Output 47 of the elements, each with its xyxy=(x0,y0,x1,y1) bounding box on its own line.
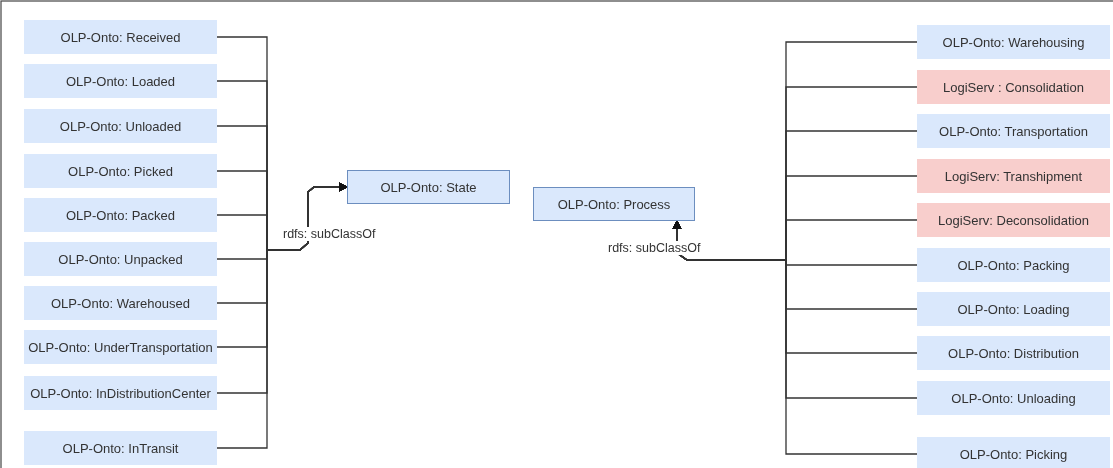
class-box xyxy=(917,336,1110,370)
class-box xyxy=(24,330,217,364)
class-name: OLP-Onto: Picked xyxy=(68,163,173,179)
class-box xyxy=(533,187,695,221)
class-name: OLP-Onto: Packed xyxy=(65,207,176,223)
class-name: OLP-Onto: InTransit xyxy=(62,440,179,456)
class-name: OLP-Onto: Loaded xyxy=(65,73,176,89)
class-box xyxy=(917,159,1110,193)
class-name: OLP-Onto: InDistributionCenter xyxy=(30,385,211,401)
class-box xyxy=(917,70,1110,104)
class-name: OLP-Onto: Warehoused xyxy=(51,295,190,311)
class-box xyxy=(917,203,1110,237)
class-name: LogiServ: Transhipment xyxy=(944,168,1083,184)
class-box xyxy=(917,248,1110,282)
class-box xyxy=(347,170,510,204)
class-box xyxy=(917,437,1110,468)
class-name: OLP-Onto: Warehousing xyxy=(942,34,1085,50)
class-name: OLP-Onto: UnderTransportation xyxy=(28,339,213,355)
class-name: OLP-Onto: Process xyxy=(557,196,671,212)
class-box xyxy=(24,64,217,98)
class-name: LogiServ: Deconsolidation xyxy=(937,212,1089,228)
class-name: OLP-Onto: Unloaded xyxy=(59,118,182,134)
class-box xyxy=(917,25,1110,59)
class-name: OLP-Onto: Distribution xyxy=(948,345,1079,361)
class-box xyxy=(917,292,1110,326)
class-name: OLP-Onto: Packing xyxy=(957,257,1070,273)
class-box xyxy=(24,376,217,410)
class-box xyxy=(24,242,217,276)
class-box xyxy=(24,109,217,143)
class-name: OLP-Onto: State xyxy=(380,179,477,195)
class-box xyxy=(24,154,217,188)
relation-label: rdfs: subClassOf xyxy=(606,241,703,255)
relation-label: rdfs: subClassOf xyxy=(281,227,378,241)
class-box xyxy=(917,381,1110,415)
class-name: OLP-Onto: Transportation xyxy=(939,123,1088,139)
class-name: OLP-Onto: Loading xyxy=(957,301,1070,317)
class-name: OLP-Onto: Picking xyxy=(959,446,1068,462)
class-box xyxy=(24,20,217,54)
class-box xyxy=(917,114,1110,148)
class-box xyxy=(24,431,217,465)
class-box xyxy=(24,286,217,320)
class-name: OLP-Onto: Unloading xyxy=(951,390,1076,406)
connector-arrow xyxy=(216,182,348,449)
class-box xyxy=(24,198,217,232)
class-name: OLP-Onto: Received xyxy=(60,29,181,45)
class-name: OLP-Onto: Unpacked xyxy=(58,251,183,267)
class-name: LogiServ : Consolidation xyxy=(943,79,1084,95)
